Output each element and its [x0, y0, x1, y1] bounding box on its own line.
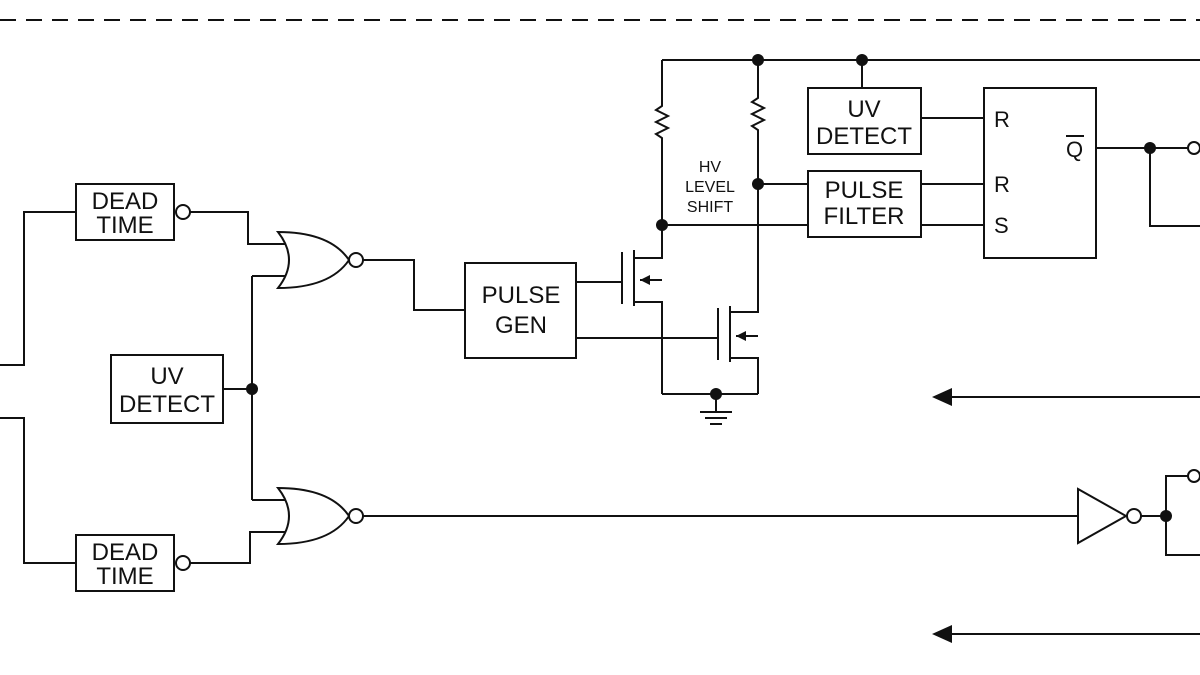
nor-gate-bottom [275, 486, 364, 546]
latch-output-wiring [1096, 141, 1200, 227]
nor-gate-top [275, 230, 364, 290]
level-shift-line3: SHIFT [687, 199, 733, 216]
pulse-gen-block: PULSE GEN [464, 262, 577, 359]
dead-time-bottom-inverter-bubble [175, 555, 191, 571]
latch-pin-qbar: Q [1066, 137, 1083, 162]
nor-input-wiring [190, 211, 286, 564]
uv-detect-right-line1: UV [847, 96, 880, 123]
latch-input-wiring [662, 117, 984, 226]
resistor-left-icon [653, 100, 671, 225]
dead-time-top-line2: TIME [96, 212, 153, 239]
mosfet-1-icon [576, 225, 663, 394]
pulse-filter-line2: FILTER [824, 203, 905, 230]
ground-icon [662, 388, 758, 425]
inverter-branch-bubble [1187, 469, 1200, 483]
latch-pin-r1: R [994, 107, 1010, 132]
dead-time-block-top: DEAD TIME [75, 183, 191, 241]
dead-time-block-bottom: DEAD TIME [75, 534, 191, 592]
junction-dot-uv-left [246, 383, 258, 395]
input-wiring [0, 211, 76, 564]
qbar-output-bubble [1187, 141, 1200, 155]
nor-bottom-output-bubble [348, 508, 364, 524]
dead-time-bottom-line2: TIME [96, 563, 153, 590]
latch-pin-s: S [994, 213, 1009, 238]
pulse-gen-line1: PULSE [482, 282, 561, 309]
hv-level-shift-label: HV LEVEL SHIFT [685, 159, 735, 216]
inverter-buffer-icon [1077, 469, 1200, 556]
dead-time-top-line1: DEAD [92, 188, 159, 215]
level-shift-wiring [661, 54, 1200, 100]
uv-detect-left-line2: DETECT [119, 391, 215, 418]
pulse-filter-line1: PULSE [825, 177, 904, 204]
pulse-gen-line2: GEN [495, 312, 547, 339]
feedback-arrow-bottom-icon [932, 625, 1200, 643]
uv-detect-block-left: UV DETECT [110, 354, 224, 424]
dead-time-top-inverter-bubble [175, 204, 191, 220]
feedback-arrow-top-icon [932, 388, 1200, 406]
uv-detect-block-right: UV DETECT [807, 87, 922, 155]
junction-dot-rail-1 [752, 54, 764, 66]
resistor-right-icon [749, 92, 767, 310]
pulse-filter-block: PULSE FILTER [807, 170, 922, 238]
uv-detect-right-line2: DETECT [816, 123, 912, 150]
latch-pin-r2: R [994, 172, 1010, 197]
dead-time-bottom-line1: DEAD [92, 539, 159, 566]
level-shift-line1: HV [699, 159, 722, 176]
rs-latch-block: R R S Q [983, 87, 1097, 259]
nor-top-output-bubble [348, 252, 364, 268]
level-shift-line2: LEVEL [685, 179, 735, 196]
uv-detect-left-line1: UV [150, 363, 183, 390]
inverter-output-bubble [1126, 508, 1142, 524]
mosfet-2-icon [576, 306, 759, 394]
